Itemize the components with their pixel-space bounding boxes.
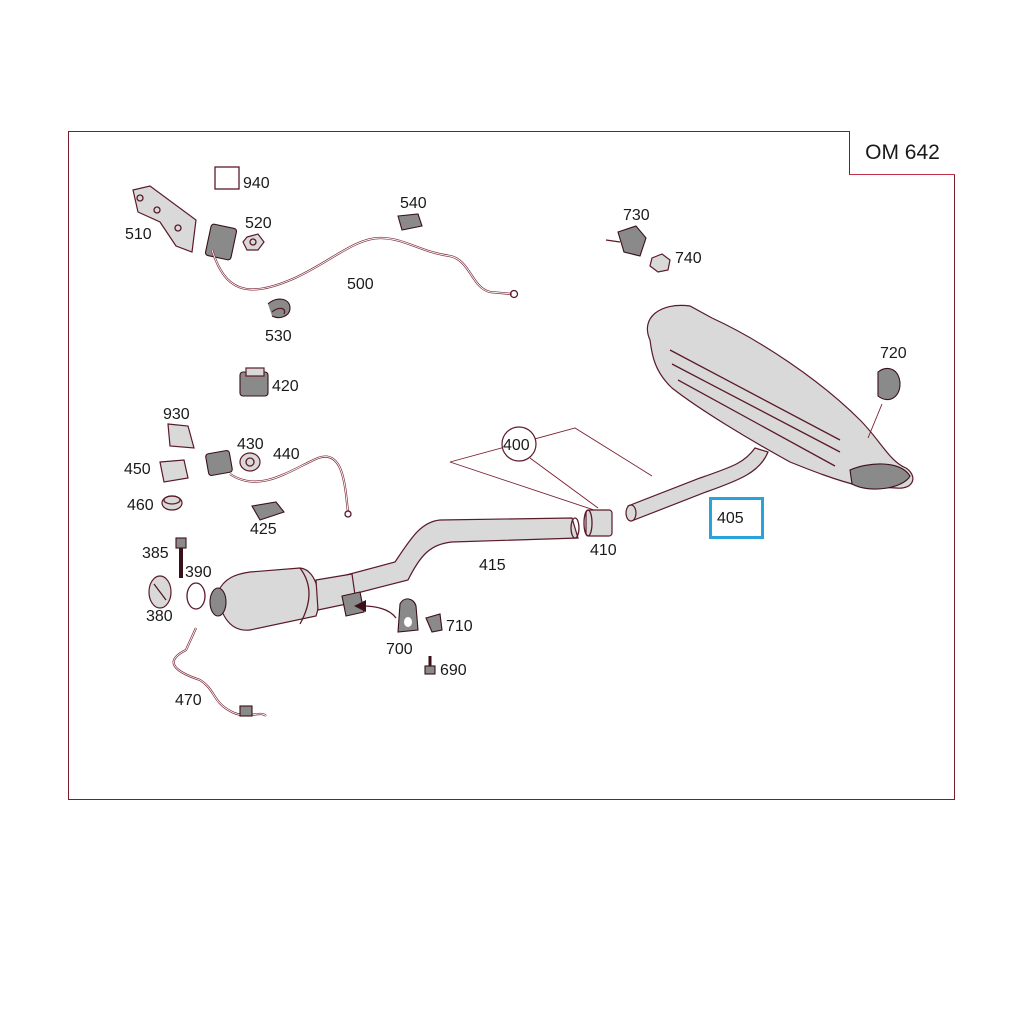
nut-740[interactable] bbox=[649, 253, 671, 273]
nut-460[interactable] bbox=[161, 495, 183, 511]
label-390[interactable]: 390 bbox=[185, 564, 212, 581]
callout-400-lines bbox=[449, 427, 653, 513]
label-510[interactable]: 510 bbox=[125, 226, 152, 243]
sensor-930[interactable] bbox=[167, 423, 195, 449]
label-425[interactable]: 425 bbox=[250, 521, 277, 538]
gasket-390[interactable] bbox=[186, 582, 206, 610]
nut-520[interactable] bbox=[242, 233, 265, 251]
label-415[interactable]: 415 bbox=[479, 557, 506, 574]
label-430[interactable]: 430 bbox=[237, 436, 264, 453]
bolt-385[interactable] bbox=[175, 537, 187, 578]
label-530[interactable]: 530 bbox=[265, 328, 292, 345]
hanger-730[interactable] bbox=[605, 225, 647, 257]
label-540[interactable]: 540 bbox=[400, 195, 427, 212]
bracket-710[interactable] bbox=[425, 613, 443, 633]
wire-440[interactable] bbox=[229, 455, 352, 518]
label-700[interactable]: 700 bbox=[386, 641, 413, 658]
pipe-415[interactable] bbox=[319, 517, 580, 601]
label-930[interactable]: 930 bbox=[163, 406, 190, 423]
label-380[interactable]: 380 bbox=[146, 608, 173, 625]
bracket-510[interactable] bbox=[132, 185, 197, 253]
label-940[interactable]: 940 bbox=[243, 175, 270, 192]
leader-720 bbox=[867, 403, 883, 439]
label-730[interactable]: 730 bbox=[623, 207, 650, 224]
label-420[interactable]: 420 bbox=[272, 378, 299, 395]
wire-470[interactable] bbox=[172, 627, 267, 717]
sensor-module-940[interactable] bbox=[204, 166, 240, 261]
hanger-700[interactable] bbox=[397, 598, 419, 633]
callout-400-circle bbox=[501, 426, 537, 462]
pipe-405[interactable] bbox=[625, 447, 769, 522]
grommet-430[interactable] bbox=[239, 452, 261, 472]
hanger-bracket[interactable] bbox=[341, 591, 365, 617]
diesel-particulate-filter[interactable] bbox=[209, 567, 357, 631]
clip-530[interactable] bbox=[267, 298, 291, 319]
label-720[interactable]: 720 bbox=[880, 345, 907, 362]
label-500[interactable]: 500 bbox=[347, 276, 374, 293]
hanger-720[interactable] bbox=[877, 367, 901, 401]
pressure-sensor[interactable] bbox=[205, 450, 233, 476]
label-690[interactable]: 690 bbox=[440, 662, 467, 679]
rear-muffler[interactable] bbox=[646, 304, 914, 490]
bracket-450[interactable] bbox=[159, 459, 189, 483]
label-470[interactable]: 470 bbox=[175, 692, 202, 709]
arrow-700 bbox=[354, 600, 397, 619]
label-740[interactable]: 740 bbox=[675, 250, 702, 267]
engine-model-label: OM 642 bbox=[849, 131, 955, 175]
highlight-box-405[interactable] bbox=[709, 497, 764, 539]
label-440[interactable]: 440 bbox=[273, 446, 300, 463]
label-385[interactable]: 385 bbox=[142, 545, 169, 562]
label-520[interactable]: 520 bbox=[245, 215, 272, 232]
label-450[interactable]: 450 bbox=[124, 461, 151, 478]
clamp-380[interactable] bbox=[148, 575, 172, 609]
connector-420[interactable] bbox=[239, 367, 269, 397]
wire-500[interactable] bbox=[210, 236, 519, 299]
diagram-frame bbox=[68, 131, 955, 800]
part-labels: 940 520 510 540 500 530 730 740 720 420 … bbox=[124, 175, 907, 709]
label-410[interactable]: 410 bbox=[590, 542, 617, 559]
label-405[interactable]: 405 bbox=[717, 510, 744, 527]
label-400[interactable]: 400 bbox=[503, 437, 530, 454]
bracket-425[interactable] bbox=[251, 501, 285, 521]
clamp-410[interactable] bbox=[583, 509, 613, 537]
clip-540[interactable] bbox=[397, 213, 423, 231]
bolt-690[interactable] bbox=[424, 656, 436, 675]
label-710[interactable]: 710 bbox=[446, 618, 473, 635]
label-460[interactable]: 460 bbox=[127, 497, 154, 514]
